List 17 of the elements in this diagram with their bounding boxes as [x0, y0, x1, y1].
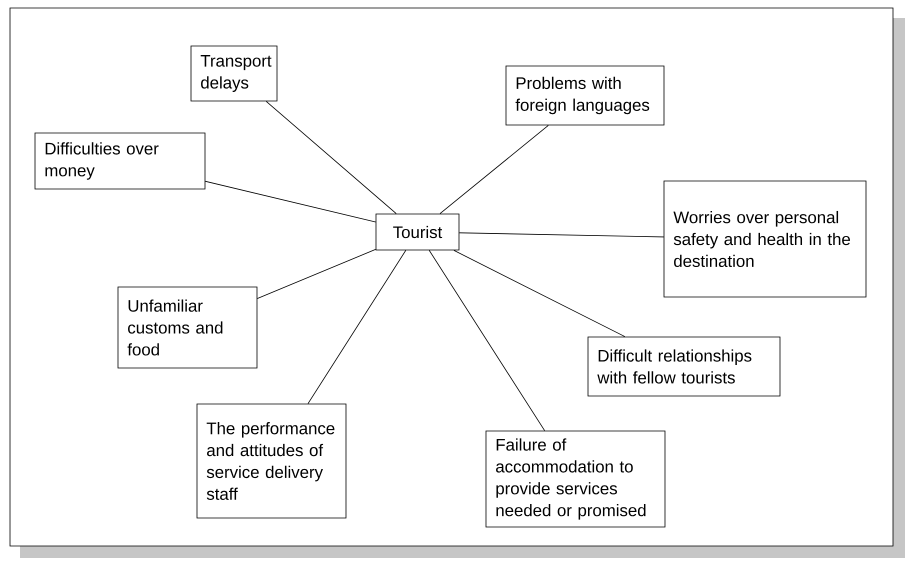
- text-box: Transport delays: [190, 46, 278, 102]
- connector-line: [454, 250, 626, 337]
- text-box: Unfamiliar customs and food: [118, 286, 258, 368]
- center-box: Tourist: [376, 214, 460, 250]
- connector-line: [308, 250, 406, 404]
- text-box: The performance and attitudes of service delivery staff: [196, 404, 346, 518]
- text-box: Failure of accommodation to provide services needed or promised: [486, 430, 666, 528]
- connector-line: [428, 250, 545, 431]
- connector-line: [257, 248, 376, 299]
- text-box: Difficult relationships with fellow tourists: [588, 336, 780, 396]
- connector-line: [440, 125, 549, 214]
- text-box: Difficulties over money: [34, 132, 206, 190]
- connector-line: [459, 232, 664, 238]
- connector-line: [205, 180, 376, 222]
- connector-line: [266, 101, 397, 214]
- text-box: Problems with foreign languages: [506, 66, 664, 126]
- text-box: Worries over personal safety and health in the destination: [664, 180, 866, 298]
